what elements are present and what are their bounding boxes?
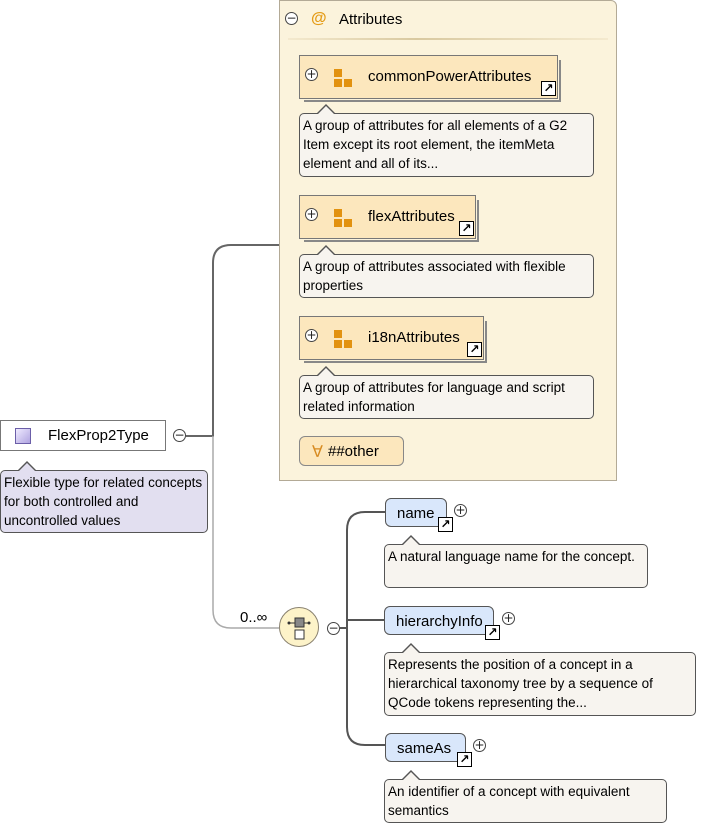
at-icon: @ xyxy=(311,10,327,27)
link-arrow-icon[interactable]: ↗ xyxy=(457,752,472,767)
collapse-sequence-button[interactable]: − xyxy=(327,621,340,635)
doc-text: A natural language name for the concept. xyxy=(388,549,635,564)
attributes-header: − @ Attributes xyxy=(280,1,616,40)
element-name[interactable]: name xyxy=(385,498,447,527)
doc-text: A group of attributes for language and s… xyxy=(303,380,565,414)
attribute-group-i18nAttributes[interactable]: + i18nAttributes ↗ xyxy=(299,316,487,363)
root-type-label: FlexProp2Type xyxy=(48,427,149,444)
link-arrow-icon[interactable]: ↗ xyxy=(459,221,474,236)
doc-note: An identifier of a concept with equivale… xyxy=(384,770,667,823)
doc-note: A natural language name for the concept. xyxy=(384,535,648,588)
expand-element-button[interactable]: + xyxy=(473,738,486,752)
expand-element-button[interactable]: + xyxy=(502,611,515,625)
complex-type-icon xyxy=(15,428,31,444)
group-label: i18nAttributes xyxy=(368,329,460,346)
sequence-compositor-icon[interactable] xyxy=(279,607,319,647)
occurrence-label: 0..∞ xyxy=(240,609,268,626)
attribute-group-icon xyxy=(334,209,354,227)
expand-group-button[interactable]: + xyxy=(305,207,318,221)
link-arrow-icon[interactable]: ↗ xyxy=(467,342,482,357)
attribute-group-commonPowerAttributes[interactable]: + commonPowerAttributes ↗ xyxy=(299,55,561,102)
group-label: flexAttributes xyxy=(368,208,455,225)
root-type-box[interactable]: FlexProp2Type xyxy=(0,420,166,451)
doc-note: Represents the position of a concept in … xyxy=(384,643,696,716)
link-arrow-icon[interactable]: ↗ xyxy=(438,517,453,532)
doc-note: A group of attributes for language and s… xyxy=(299,366,594,419)
attribute-group-icon xyxy=(334,330,354,348)
doc-text: A group of attributes for all elements o… xyxy=(303,118,568,171)
collapse-root-button[interactable]: − xyxy=(173,428,186,442)
expand-group-button[interactable]: + xyxy=(305,67,318,81)
expand-element-button[interactable]: + xyxy=(454,503,467,517)
attributes-title: Attributes xyxy=(339,11,403,28)
element-sameAs[interactable]: sameAs xyxy=(385,733,466,762)
root-doc-note: Flexible type for related concepts for b… xyxy=(0,461,208,533)
doc-text: Flexible type for related concepts for b… xyxy=(4,475,203,528)
any-attribute-label: ##other xyxy=(328,443,379,460)
element-label: name xyxy=(397,505,435,522)
link-arrow-icon[interactable]: ↗ xyxy=(541,81,556,96)
element-label: sameAs xyxy=(397,740,452,757)
group-label: commonPowerAttributes xyxy=(368,68,532,85)
collapse-attributes-button[interactable]: − xyxy=(285,11,298,25)
any-attribute[interactable]: ∀ ##other xyxy=(299,436,404,466)
expand-group-button[interactable]: + xyxy=(305,328,318,342)
attribute-group-icon xyxy=(334,69,354,87)
root-to-attributes-line xyxy=(186,244,279,437)
doc-note: A group of attributes associated with fl… xyxy=(299,245,594,298)
header-divider xyxy=(288,38,608,40)
root-to-sequence-line xyxy=(212,436,279,629)
doc-note: A group of attributes for all elements o… xyxy=(299,104,594,177)
link-arrow-icon[interactable]: ↗ xyxy=(485,625,500,640)
doc-text: An identifier of a concept with equivale… xyxy=(388,784,630,818)
for-all-icon: ∀ xyxy=(312,444,323,461)
doc-text: Represents the position of a concept in … xyxy=(388,657,653,710)
attribute-group-flexAttributes[interactable]: + flexAttributes ↗ xyxy=(299,195,479,242)
element-hierarchyInfo[interactable]: hierarchyInfo xyxy=(384,606,494,635)
doc-text: A group of attributes associated with fl… xyxy=(303,259,566,293)
element-label: hierarchyInfo xyxy=(396,613,483,630)
sequence-branch-line xyxy=(346,511,385,746)
